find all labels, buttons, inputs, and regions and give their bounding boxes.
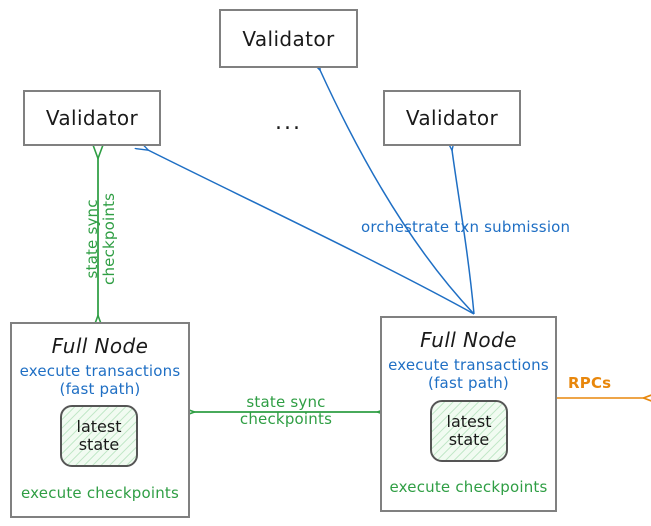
rpcs-label: RPCs [568, 374, 612, 392]
validator-right-label: Validator [405, 106, 499, 130]
latest-state-left-line1: latest [76, 416, 122, 436]
state-sync-horizontal-label: state sync checkpoints [222, 393, 350, 429]
latest-state-right-line1: latest [446, 411, 492, 431]
full-node-left-execute-checkpoints: execute checkpoints [20, 484, 180, 502]
latest-state-right-line2: state [448, 430, 490, 449]
state-sync-vertical-line1: state sync [83, 199, 101, 279]
validator-top-box[interactable]: Validator [219, 9, 358, 68]
full-node-right-exec-transactions: execute transactions [388, 356, 549, 374]
validator-top-label: Validator [242, 26, 335, 51]
state-sync-vertical-line2: checkpoints [100, 192, 119, 285]
validators-ellipsis: ... [275, 110, 302, 135]
arrow-fullnode-to-validator-top [320, 70, 475, 315]
full-node-left-exec-transactions: execute transactions [19, 362, 181, 380]
full-node-left-title: Full Node [51, 334, 149, 358]
validator-right-box[interactable]: Validator [383, 90, 521, 146]
orchestrate-txn-submission-label: orchestrate txn submission [361, 218, 571, 236]
full-node-left-fast-path: (fast path) [59, 379, 141, 398]
state-sync-vertical-label: state sync checkpoints [83, 192, 119, 285]
arrow-fullnode-to-validator-right [452, 150, 475, 315]
full-node-right-latest-state-box[interactable]: latest state [430, 400, 508, 462]
full-node-right-title: Full Node [420, 328, 517, 352]
full-node-right-execute-checkpoints: execute checkpoints [389, 478, 548, 496]
state-sync-horizontal-line1: state sync [246, 393, 326, 411]
state-sync-horizontal-line2: checkpoints [239, 410, 333, 429]
full-node-right-fast-path: (fast path) [428, 373, 509, 392]
validator-left-box[interactable]: Validator [23, 90, 161, 146]
full-node-left-box[interactable]: Full Node execute transactions (fast pat… [10, 322, 190, 518]
latest-state-left-line2: state [78, 435, 120, 454]
validator-left-label: Validator [45, 106, 139, 130]
arrow-fullnode-to-validator-left [148, 150, 475, 315]
full-node-left-latest-state-box[interactable]: latest state [60, 405, 138, 467]
